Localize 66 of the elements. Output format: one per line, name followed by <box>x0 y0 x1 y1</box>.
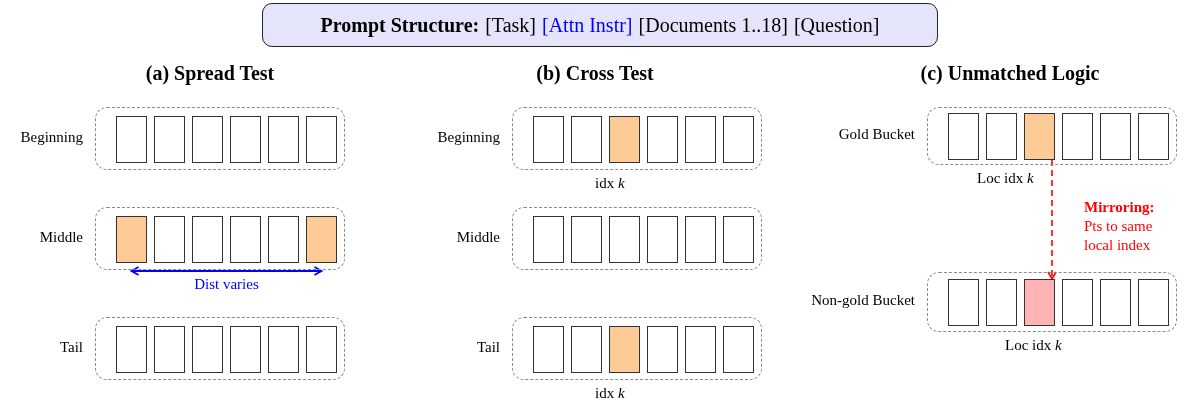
row-label: Gold Bucket <box>838 126 915 143</box>
document-slot <box>647 116 678 163</box>
document-slot <box>230 326 261 373</box>
document-slot <box>1100 113 1131 160</box>
document-slot <box>571 216 602 263</box>
row-label: Tail <box>476 338 500 356</box>
panel-heading: (a) Spread Test <box>145 62 275 85</box>
document-slot <box>1062 113 1093 160</box>
row-label: Middle <box>456 228 500 246</box>
highlighted-slot <box>609 116 640 163</box>
document-slot <box>116 116 147 163</box>
panel-heading: (b) Cross Test <box>536 62 654 85</box>
index-caption: idx k <box>595 175 625 192</box>
document-slot <box>154 116 185 163</box>
document-slot <box>723 116 754 163</box>
document-slot <box>230 116 261 163</box>
document-slot <box>533 216 564 263</box>
document-slot <box>154 216 185 263</box>
document-slot <box>1062 279 1093 326</box>
row-label: Beginning <box>437 128 500 146</box>
prompt-banner: Prompt Structure: [Task] [Attn Instr] [Documents 1..18] [Question] <box>262 3 938 47</box>
highlighted-slot <box>116 216 147 263</box>
highlighted-slot <box>609 326 640 373</box>
document-slot <box>685 116 716 163</box>
document-slot <box>1138 113 1169 160</box>
index-caption: Loc idx k <box>1005 337 1062 354</box>
document-slot <box>268 326 299 373</box>
document-slot <box>230 216 261 263</box>
document-slot <box>268 116 299 163</box>
document-slot <box>723 216 754 263</box>
document-slot <box>723 326 754 373</box>
highlighted-slot <box>306 216 337 263</box>
double-arrow <box>130 266 323 276</box>
row-label: Tail <box>59 338 83 356</box>
document-slot <box>986 113 1017 160</box>
document-slot <box>986 279 1017 326</box>
document-slot <box>948 113 979 160</box>
document-slot <box>116 326 147 373</box>
document-slot <box>647 326 678 373</box>
document-slot <box>306 116 337 163</box>
document-slot <box>571 326 602 373</box>
document-slot <box>609 216 640 263</box>
document-slot <box>685 326 716 373</box>
arrow <box>1047 159 1057 280</box>
panel-heading: (c) Unmatched Logic <box>920 62 1100 85</box>
row-label: Beginning <box>20 128 83 146</box>
index-caption: idx k <box>595 385 625 402</box>
index-caption: Loc idx k <box>977 170 1034 187</box>
document-slot <box>268 216 299 263</box>
highlighted-slot <box>1024 113 1055 160</box>
row-label: Middle <box>39 228 83 246</box>
document-slot <box>192 116 223 163</box>
document-slot <box>154 326 185 373</box>
document-slot <box>571 116 602 163</box>
row-label: Non-gold Bucket <box>811 292 915 309</box>
document-slot <box>192 326 223 373</box>
document-slot <box>685 216 716 263</box>
document-slot <box>1138 279 1169 326</box>
document-slot <box>1100 279 1131 326</box>
highlighted-slot <box>1024 279 1055 326</box>
document-slot <box>647 216 678 263</box>
document-slot <box>948 279 979 326</box>
document-slot <box>192 216 223 263</box>
document-slot <box>533 326 564 373</box>
document-slot <box>306 326 337 373</box>
document-slot <box>533 116 564 163</box>
